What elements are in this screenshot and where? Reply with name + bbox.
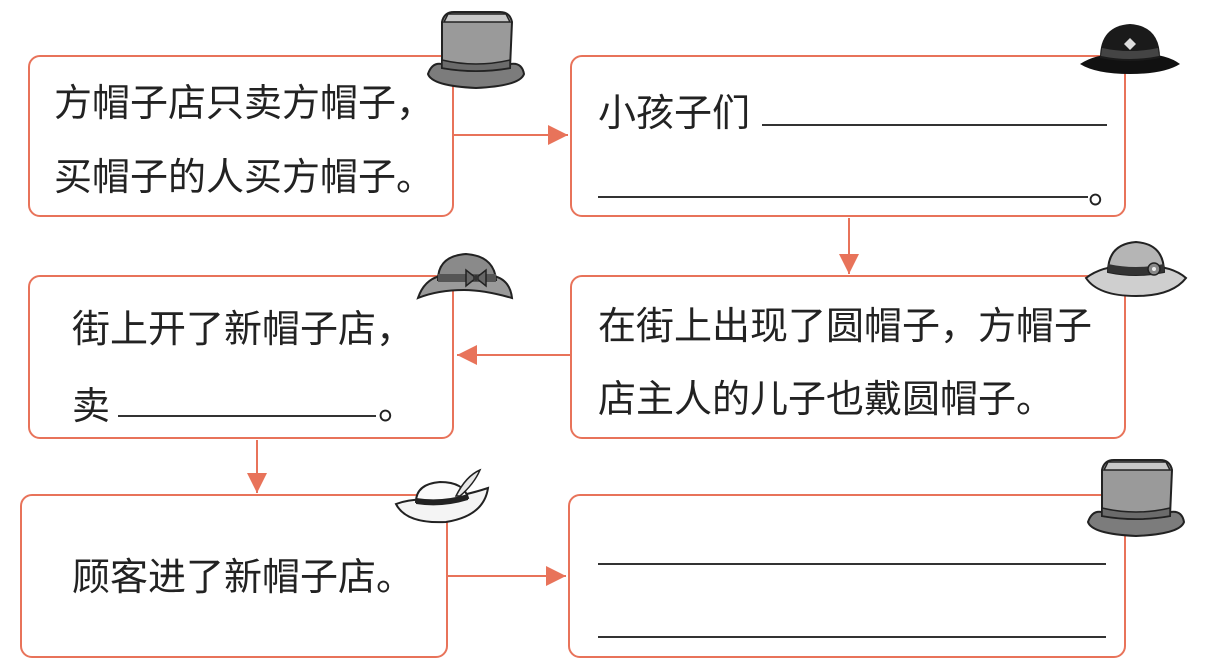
- step-1-line-1: 方帽子店只卖方帽子，: [54, 81, 435, 125]
- step-4-period: 。: [378, 384, 417, 428]
- step-box-3: [570, 275, 1126, 439]
- step-box-1: [28, 55, 454, 217]
- answer-blank-4[interactable]: [118, 415, 376, 417]
- step-box-5: [20, 494, 448, 658]
- white-feather-hat-icon: [394, 468, 490, 524]
- gray-box-hat-icon-2: [1086, 459, 1186, 538]
- step-box-2: [570, 55, 1126, 217]
- answer-blank-2a[interactable]: [762, 124, 1107, 126]
- step-box-4: [28, 275, 454, 439]
- gray-box-hat-icon: [426, 11, 526, 90]
- step-3-line-1: 在街上出现了圆帽子，方帽子: [598, 304, 1093, 348]
- step-2-period: 。: [1088, 168, 1127, 212]
- black-fedora-icon: [1080, 24, 1180, 74]
- step-4-line-1: 街上开了新帽子店，: [72, 307, 415, 351]
- gray-bow-hat-icon: [416, 252, 514, 300]
- gray-flower-hat-icon: [1084, 240, 1188, 298]
- step-box-6: [568, 494, 1126, 658]
- step-3-line-2: 店主人的儿子也戴圆帽子。: [598, 377, 1055, 421]
- step-1-line-2: 买帽子的人买方帽子。: [54, 155, 435, 199]
- answer-blank-6a[interactable]: [598, 563, 1106, 565]
- step-5-line-1: 顾客进了新帽子店。: [72, 555, 415, 599]
- step-4-line-2: 卖: [72, 384, 111, 428]
- answer-blank-2b[interactable]: [598, 196, 1088, 198]
- step-2-line-1: 小孩子们: [598, 91, 751, 135]
- answer-blank-6b[interactable]: [598, 636, 1106, 638]
